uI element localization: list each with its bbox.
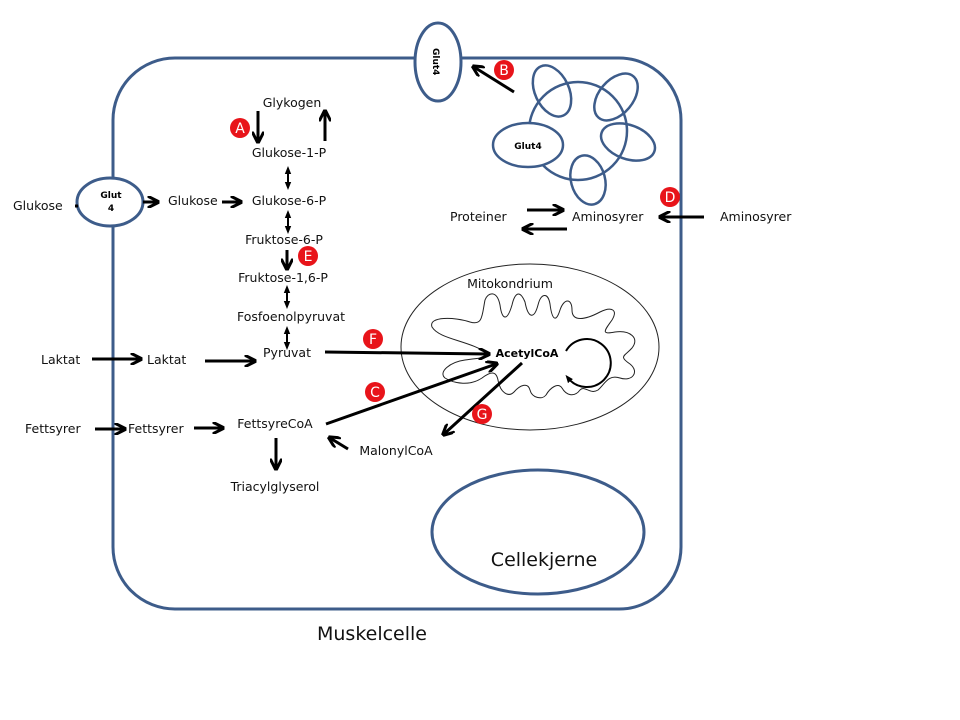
glut4-transporter [75,176,145,228]
label-glukose-1-p: Glukose-1-P [252,145,327,160]
nucleus [430,468,646,596]
label-aminosyrer-in: Aminosyrer [572,209,644,224]
badge-c: C [365,382,385,402]
label-aminosyrer-out: Aminosyrer [720,209,792,224]
arrow-acetylcoa-malonylcoa [444,361,524,434]
svg-text:E: E [304,249,313,265]
svg-text:G: G [477,407,488,423]
cell-membrane [111,56,683,611]
arrow-vesicle-membrane [474,67,515,94]
arrows [75,67,704,468]
label-laktat-in: Laktat [147,352,186,367]
glut-label-1: Glut [100,191,122,201]
mitochondrion-outer [400,263,660,431]
label-fettsyrer-out: Fettsyrer [25,421,81,436]
glut4-vesicle-label: Glut4 [514,142,541,152]
arrow-pyruvat-acetylcoa [324,352,488,354]
badge-f: F [363,329,383,349]
cell-title: Muskelcelle [317,623,427,645]
label-fruktose-6-p: Fruktose-6-P [245,232,323,247]
arrow-fettsyrecoa-acetylcoa [325,364,496,426]
svg-text:C: C [370,385,380,401]
mitochondrion-label: Mitokondrium [467,276,553,291]
krebs-cycle-arrow [565,338,612,389]
label-fettsyrecoa: FettsyreCoA [237,416,313,431]
badge-d: D [660,187,680,207]
label-glukose-in: Glukose [168,193,218,208]
label-fettsyrer-in: Fettsyrer [128,421,184,436]
acetylcoa-label: AcetylCoA [496,347,559,360]
svg-text:A: A [235,121,245,137]
label-fruktose-16-p: Fruktose-1,6-P [238,270,328,285]
glut4-membrane-transporter [413,21,463,103]
glut4-membrane-label: Glut4 [430,48,440,75]
badge-g: G [472,404,492,424]
svg-text:B: B [499,63,509,79]
nucleus-label: Cellekjerne [491,549,597,571]
label-proteiner: Proteiner [450,209,508,224]
label-laktat-out: Laktat [41,352,80,367]
label-glykogen: Glykogen [263,95,322,110]
mitochondrion-cristae [431,293,636,399]
glut4-vesicle-cluster [491,64,657,206]
label-malonylcoa: MalonylCoA [359,443,433,458]
badge-e: E [298,246,318,266]
label-glukose-out: Glukose [13,198,63,213]
svg-text:F: F [369,332,377,348]
label-fosfoenolpyruvat: Fosfoenolpyruvat [237,309,345,324]
svg-text:D: D [665,190,676,206]
arrow-malonylcoa-fettsyrecoa [330,438,349,451]
glut-label-2: 4 [108,204,114,214]
label-glukose-6-p: Glukose-6-P [252,193,327,208]
badge-a: A [230,118,250,138]
badge-b: B [494,60,514,80]
label-pyruvat: Pyruvat [263,345,311,360]
label-triacylglyserol: Triacylglyserol [230,479,320,494]
